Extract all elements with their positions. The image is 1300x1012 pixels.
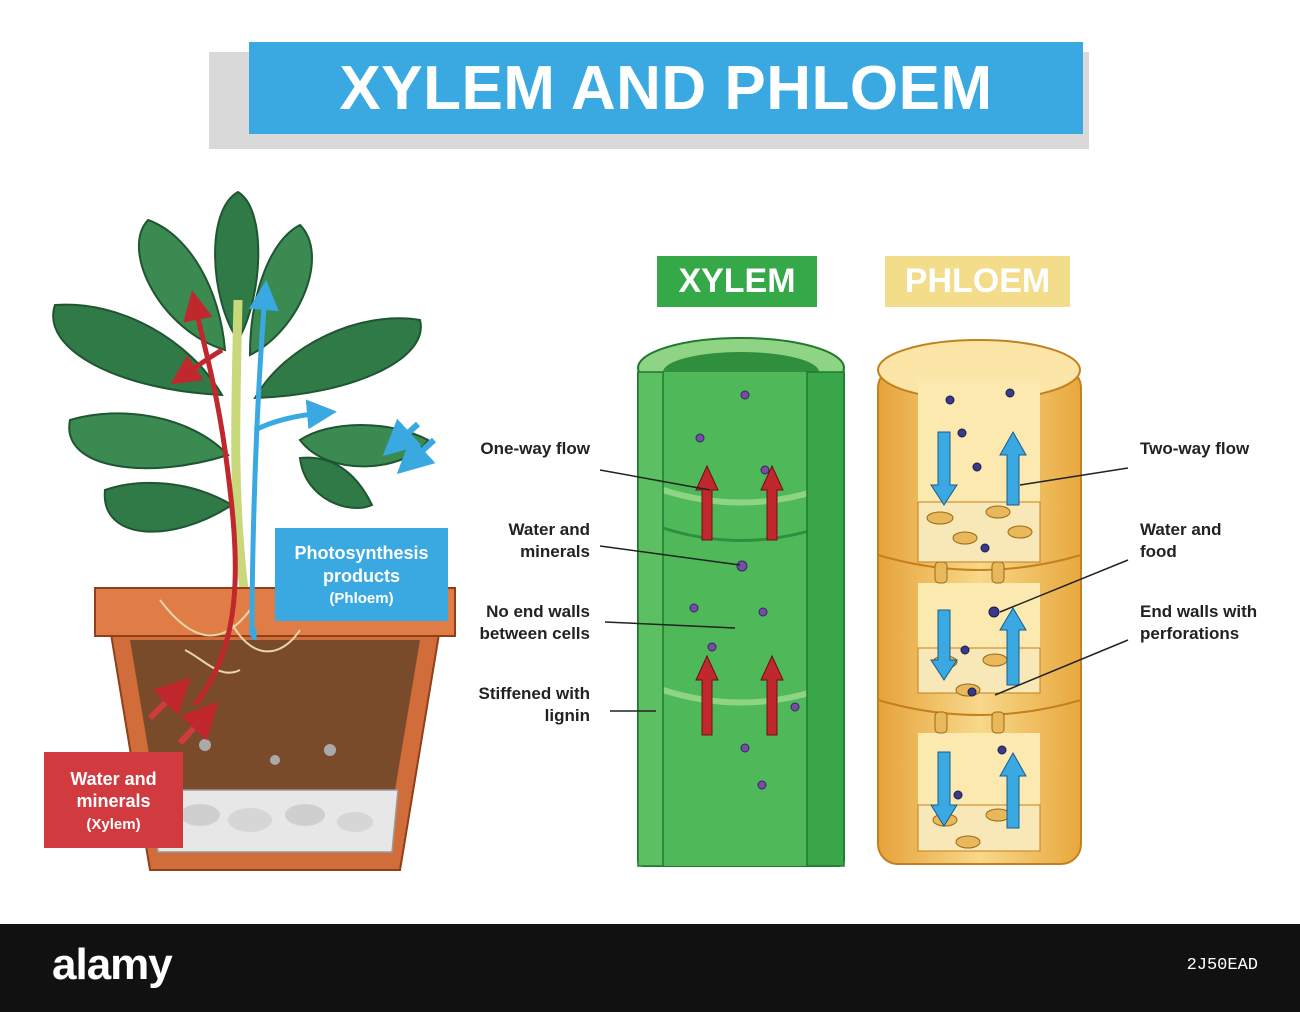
phloem-label-end-walls: End walls with perforations bbox=[1140, 602, 1258, 643]
brand-logo: alamy bbox=[52, 940, 173, 989]
phloem-label-food: Water and food bbox=[1140, 520, 1222, 561]
xylem-header-text: XYLEM bbox=[678, 262, 796, 300]
xylem-label-lignin: Stiffened with lignin bbox=[478, 684, 590, 725]
title-banner: XYLEM AND PHLOEM bbox=[249, 42, 1083, 134]
xylem-label-water: Water and minerals bbox=[508, 520, 590, 561]
photosynthesis-label: Photosynthesis products bbox=[294, 543, 429, 586]
water-minerals-label: Water and minerals bbox=[70, 768, 157, 812]
xylem-label-end-walls: No end walls between cells bbox=[479, 602, 590, 643]
phloem-tube bbox=[877, 339, 1082, 865]
plant-flow-arrows bbox=[147, 280, 437, 746]
water-minerals-sublabel: (Xylem) bbox=[86, 815, 141, 833]
page-title: XYLEM AND PHLOEM bbox=[339, 53, 993, 123]
photosynthesis-sublabel: (Phloem) bbox=[329, 590, 394, 607]
xylem-label-flow: One-way flow bbox=[480, 439, 590, 458]
photosynthesis-tag: Photosynthesis products (Phloem) bbox=[275, 528, 448, 621]
xylem-header: XYLEM bbox=[657, 256, 817, 307]
image-code: 2J50EAD bbox=[1186, 956, 1258, 975]
leader-lines bbox=[599, 467, 1129, 712]
xylem-tube bbox=[637, 337, 845, 867]
phloem-header-text: PHLOEM bbox=[904, 262, 1051, 300]
water-minerals-tag: Water and minerals (Xylem) bbox=[44, 752, 183, 848]
phloem-label-flow: Two-way flow bbox=[1140, 439, 1250, 458]
phloem-header: PHLOEM bbox=[885, 256, 1070, 307]
footer-bar bbox=[0, 924, 1300, 1012]
